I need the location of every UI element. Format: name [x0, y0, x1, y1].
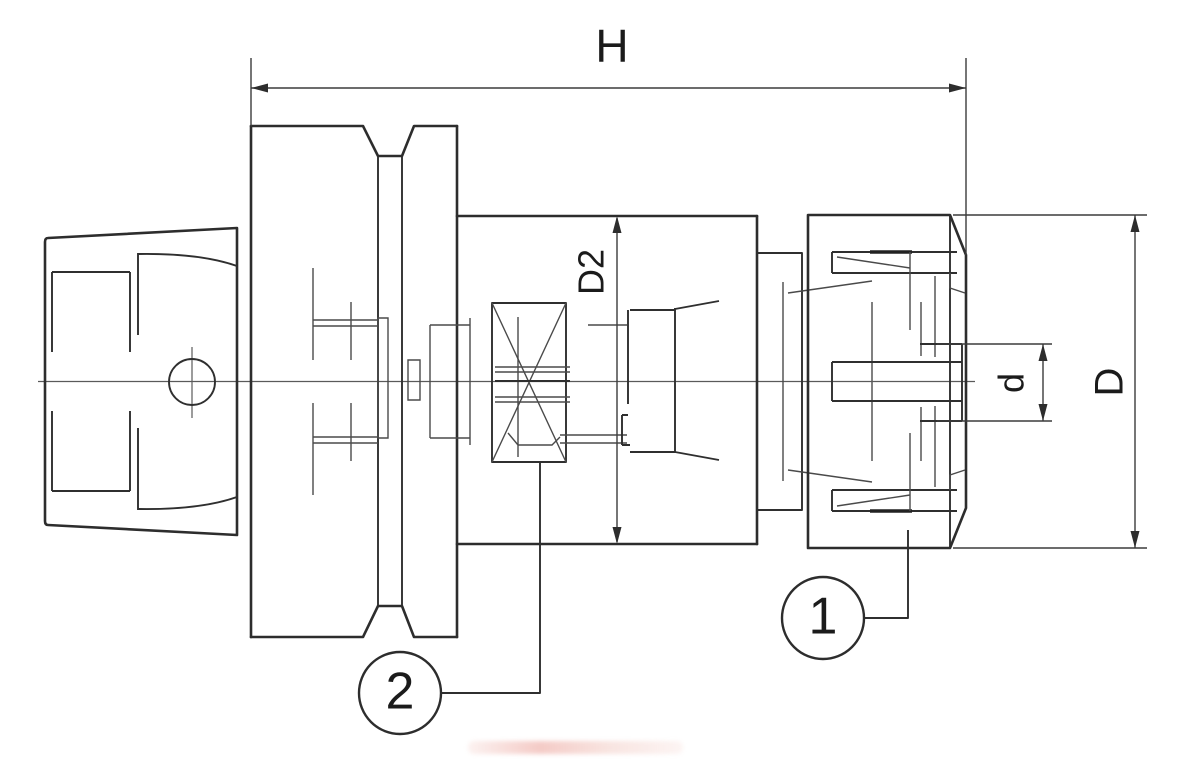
callout-2-clamp-screw: 2: [357, 463, 541, 736]
flange-bore-lines: [312, 268, 352, 495]
centerlines: [38, 347, 975, 418]
collet-slit-lines-bottom: [871, 382, 936, 511]
collet-nut: [806, 213, 968, 550]
arrowhead-up: [612, 216, 622, 233]
cone-seat-step: [621, 310, 630, 446]
cone-seat-face: [630, 308, 676, 453]
dimension-overall-length: H: [250, 20, 967, 255]
shank-cavity-curve: [137, 252, 238, 511]
callout-balloon: [780, 575, 866, 661]
coolant-tube-section: [407, 359, 421, 401]
flange-bottom-profile: [249, 604, 459, 639]
flange-top-profile: [249, 124, 459, 158]
callout-number: 2: [386, 663, 415, 721]
collet-nose-notch: [949, 273, 966, 294]
dimension-collet-bore: d: [937, 343, 1052, 422]
arrowhead-down: [1130, 531, 1140, 548]
collet-slit-lines-top: [871, 252, 936, 381]
dimension-body-diameter: D2: [571, 216, 622, 544]
arrowhead-left: [251, 83, 268, 93]
leader-line: [441, 463, 541, 694]
dimension-label-D2: D2: [571, 249, 612, 295]
bore-step-lines: [429, 318, 471, 445]
collet-bore-lines: [920, 343, 962, 422]
collet-nose-notch: [949, 469, 966, 490]
drive-hole: [168, 358, 216, 406]
watermark-smudge: [468, 741, 683, 754]
hsk-taper-shank: [43, 226, 239, 537]
nose-ring: [758, 252, 873, 511]
arrowhead-down: [1038, 404, 1048, 421]
dimension-nut-diameter: D: [953, 214, 1147, 549]
collet-cap-top: [831, 251, 957, 274]
collet-taper-line: [836, 256, 911, 269]
dimension-label-D: D: [1088, 368, 1132, 397]
center-bore: [831, 344, 963, 421]
collet-taper-line: [836, 494, 911, 507]
arrowhead-down: [612, 527, 622, 544]
callout-number: 1: [809, 588, 838, 646]
shank-outline: [43, 226, 239, 537]
flange-bore-steps: [313, 319, 378, 444]
thread-engagement-lines: [787, 280, 873, 483]
section-cross-hatch: [491, 302, 567, 463]
screw-pocket: [507, 432, 561, 446]
leader-line: [864, 530, 909, 619]
callout-1-collet-nut: 1: [780, 530, 909, 661]
screw-bore-lines: [495, 366, 570, 403]
dimension-label-d: d: [991, 373, 1032, 393]
arrowhead-up: [1038, 344, 1048, 361]
chuck-body: [455, 214, 759, 546]
callout-balloon: [357, 650, 443, 736]
body-bore-lines: [560, 324, 627, 444]
dimension-label-H: H: [595, 20, 628, 72]
flange-inner-sleeve: [377, 317, 389, 439]
internal-taper-lines: [674, 300, 720, 461]
gripper-flange: [249, 124, 471, 639]
collet-cap-bottom: [831, 489, 957, 512]
arrowhead-right: [949, 83, 966, 93]
arrowhead-up: [1130, 215, 1140, 232]
nose-ring-outline: [758, 252, 803, 511]
